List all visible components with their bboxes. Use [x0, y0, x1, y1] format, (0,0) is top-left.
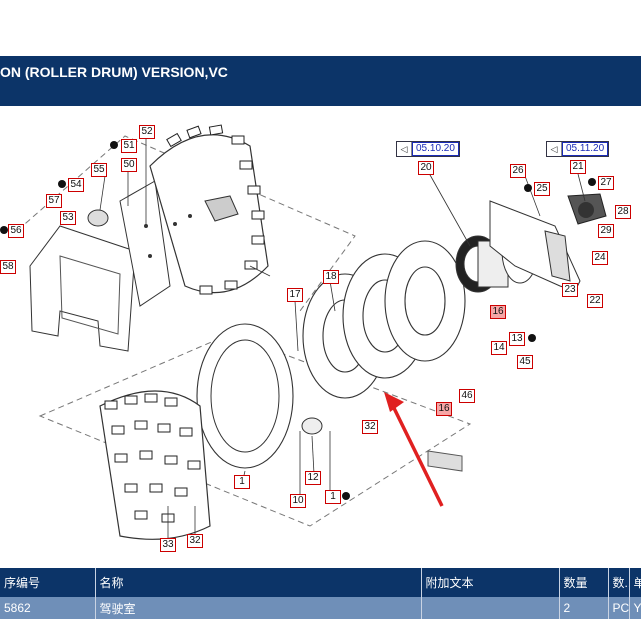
callout-55[interactable]: 55 [91, 163, 107, 177]
callout-23[interactable]: 23 [562, 283, 578, 297]
top-strip [0, 0, 641, 56]
callout-26[interactable]: 26 [510, 164, 526, 178]
callout-50[interactable]: 50 [121, 158, 137, 172]
marker-dot-1 [342, 492, 350, 500]
parts-table-header: 序编号 名称 附加文本 数量 数... 单 [0, 568, 641, 597]
callout-33[interactable]: 33 [160, 538, 176, 552]
diagram-title: ON (ROLLER DRUM) VERSION,VC [0, 64, 228, 80]
callout-58[interactable]: 58 [0, 260, 16, 274]
callout-52[interactable]: 52 [139, 125, 155, 139]
callout-46[interactable]: 46 [459, 389, 475, 403]
callout-16-lower[interactable]: 16 [436, 402, 452, 416]
callout-24[interactable]: 24 [592, 251, 608, 265]
callout-22[interactable]: 22 [587, 294, 603, 308]
callout-1-ring[interactable]: 1 [234, 475, 250, 489]
marker-dot-56 [0, 226, 8, 234]
diagram-drawing [17, 124, 607, 540]
callout-56[interactable]: 56 [8, 224, 24, 238]
callout-54[interactable]: 54 [68, 178, 84, 192]
callout-25[interactable]: 25 [534, 182, 550, 196]
marker-dot-51 [110, 141, 118, 149]
column-header-name[interactable]: 名称 [95, 568, 422, 597]
column-header-extra[interactable]: 单 [629, 568, 641, 597]
callout-32-drum[interactable]: 32 [187, 534, 203, 548]
callout-57[interactable]: 57 [46, 194, 62, 208]
diagram-title-bar: ON (ROLLER DRUM) VERSION,VC [0, 56, 641, 106]
column-header-unit[interactable]: 数... [608, 568, 630, 597]
callout-45[interactable]: 45 [517, 355, 533, 369]
callout-53[interactable]: 53 [60, 211, 76, 225]
cell-name: 驾驶室 [95, 597, 422, 619]
callout-12[interactable]: 12 [305, 471, 321, 485]
reference-box-1[interactable]: ◁05.10.20 [396, 141, 460, 157]
callout-17[interactable]: 17 [287, 288, 303, 302]
parts-table: 序编号 名称 附加文本 数量 数... 单 5862 驾驶室 2 PC Y [0, 568, 641, 619]
callout-32-center[interactable]: 32 [362, 420, 378, 434]
exploded-parts-diagram[interactable]: ◁05.10.20 ◁05.11.20 52 51 50 55 54 57 53… [0, 106, 641, 568]
callout-18[interactable]: 18 [323, 270, 339, 284]
marker-dot-25 [524, 184, 532, 192]
callout-28[interactable]: 28 [615, 205, 631, 219]
callout-21[interactable]: 21 [570, 160, 586, 174]
column-header-serial[interactable]: 序编号 [0, 568, 96, 597]
callout-20[interactable]: 20 [418, 161, 434, 175]
arrow-left-icon: ◁ [547, 142, 562, 156]
cell-unit: PC [608, 597, 630, 619]
cell-extra-text [421, 597, 560, 619]
callout-27[interactable]: 27 [598, 176, 614, 190]
marker-dot-13 [528, 334, 536, 342]
cell-quantity: 2 [559, 597, 609, 619]
column-header-quantity[interactable]: 数量 [559, 568, 609, 597]
marker-dot-27 [588, 178, 596, 186]
callout-14[interactable]: 14 [491, 341, 507, 355]
callout-10[interactable]: 10 [290, 494, 306, 508]
column-header-extra-text[interactable]: 附加文本 [421, 568, 560, 597]
callout-13[interactable]: 13 [509, 332, 525, 346]
callout-16-upper[interactable]: 16 [490, 305, 506, 319]
reference-box-2[interactable]: ◁05.11.20 [546, 141, 610, 157]
callout-1-bushing[interactable]: 1 [325, 490, 341, 504]
callout-29[interactable]: 29 [598, 224, 614, 238]
table-row[interactable]: 5862 驾驶室 2 PC Y [0, 597, 641, 619]
callout-51[interactable]: 51 [121, 139, 137, 153]
cell-extra: Y [629, 597, 641, 619]
arrow-left-icon: ◁ [397, 142, 412, 156]
cell-serial: 5862 [0, 597, 96, 619]
marker-dot-54 [58, 180, 66, 188]
